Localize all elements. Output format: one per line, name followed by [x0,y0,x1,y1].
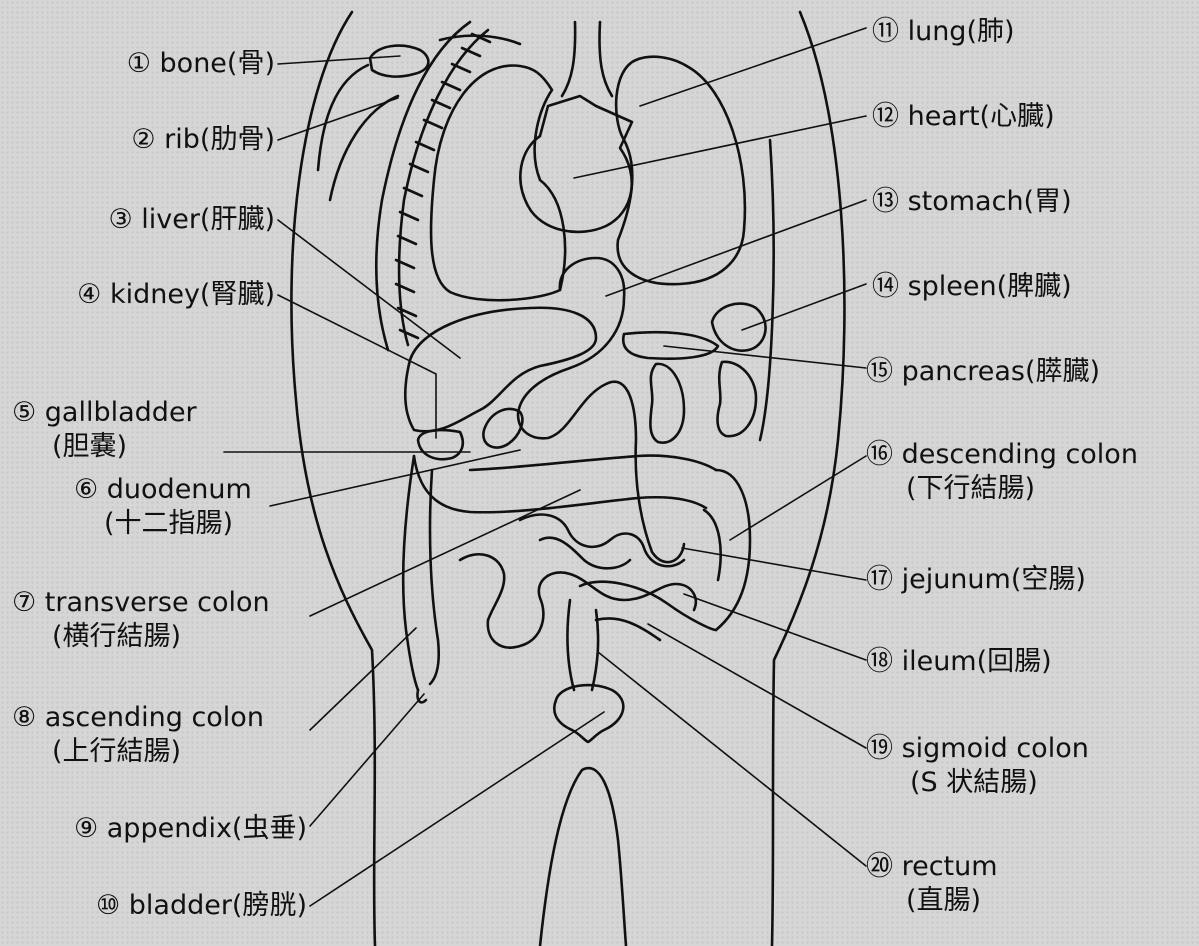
leader-liver [278,220,460,358]
label-duodenum-sub: (十二指腸) [74,507,252,541]
kidney-right [718,362,756,436]
label-ascending-colon-text: ⑧ ascending colon [12,702,264,733]
label-pancreas-text: ⑮ pancreas(膵臓) [866,356,1100,387]
leader-stomach [606,200,866,296]
leg-gap [540,768,626,946]
ileum-shape [460,554,696,647]
label-rectum-text: ⑳ rectum [866,851,998,882]
label-descending-colon-text: ⑯ descending colon [866,439,1138,470]
lung-left [431,66,565,301]
label-rib: ② rib(肋骨) [131,123,275,157]
label-ascending-colon: ⑧ ascending colon (上行結腸) [12,701,264,769]
label-appendix-text: ⑨ appendix(虫垂) [74,813,307,844]
label-heart-text: ⑫ heart(心臓) [872,101,1055,132]
label-liver-text: ③ liver(肝臓) [108,204,275,235]
duodenum-shape [483,409,522,448]
label-transverse-colon-sub: (横行結腸) [12,620,270,654]
label-sigmoid-colon-sub: (S 状結腸) [866,766,1089,800]
inner-torso-right [760,140,774,440]
label-appendix: ⑨ appendix(虫垂) [74,812,307,846]
pancreas-shape [623,332,718,358]
arm-line-2 [330,96,398,200]
stomach-shape [518,258,684,562]
label-rib-text: ② rib(肋骨) [131,124,275,155]
label-stomach-text: ⑬ stomach(胃) [872,186,1072,217]
leader-rib [278,98,398,140]
bladder-shape [554,685,623,742]
label-kidney-text: ④ kidney(腎臓) [77,279,275,310]
label-jejunum-text: ⑰ jejunum(空腸) [866,564,1086,595]
label-ileum-text: ⑱ ileum(回腸) [866,646,1052,677]
label-descending-colon: ⑯ descending colon (下行結腸) [866,438,1138,506]
label-duodenum: ⑥ duodenum (十二指腸) [74,473,252,541]
leader-ileum [684,594,866,660]
bone-shape [370,46,428,77]
label-pancreas: ⑮ pancreas(膵臓) [866,355,1100,389]
label-gallbladder: ⑤ gallbladder (胆嚢) [12,396,197,464]
leader-spleen [742,284,866,330]
label-lung-text: ⑪ lung(肺) [872,16,1015,47]
label-duodenum-text: ⑥ duodenum [74,474,252,505]
label-sigmoid-colon-text: ⑲ sigmoid colon [866,733,1089,764]
label-rectum-sub: (直腸) [866,884,998,918]
label-bone-text: ① bone(骨) [127,48,275,79]
label-bone: ① bone(骨) [127,47,275,81]
leader-lung [640,28,866,106]
label-spleen: ⑭ spleen(脾臓) [872,270,1072,304]
label-stomach: ⑬ stomach(胃) [872,185,1072,219]
leader-ascending-colon [310,628,416,730]
heart-shape [520,96,632,232]
label-bladder: ⑩ bladder(膀胱) [96,889,307,923]
leader-bladder [310,712,604,906]
label-descending-colon-sub: (下行結腸) [866,472,1138,506]
sigmoid-colon-shape [580,582,716,640]
label-ileum: ⑱ ileum(回腸) [866,645,1052,679]
body-outline-right [772,12,844,946]
leader-jejunum [682,548,866,580]
ascending-colon-shape [403,456,439,690]
label-gallbladder-sub: (胆嚢) [12,430,197,464]
leader-descending-colon [730,456,866,540]
label-gallbladder-text: ⑤ gallbladder [12,397,197,428]
trachea [562,22,612,96]
label-jejunum: ⑰ jejunum(空腸) [866,563,1086,597]
label-heart: ⑫ heart(心臓) [872,100,1055,134]
label-transverse-colon-text: ⑦ transverse colon [12,587,270,618]
label-liver: ③ liver(肝臓) [108,203,275,237]
label-spleen-text: ⑭ spleen(脾臓) [872,271,1072,302]
leader-rectum [598,652,866,866]
rectum-shape [567,600,598,690]
kidney-left [650,364,684,443]
gallbladder-shape [418,430,463,459]
label-transverse-colon: ⑦ transverse colon (横行結腸) [12,586,270,654]
collar-line [440,36,520,44]
label-rectum: ⑳ rectum (直腸) [866,850,998,918]
leader-kidney [278,295,436,438]
label-kidney: ④ kidney(腎臓) [77,278,275,312]
descending-colon-shape [704,470,750,630]
leader-sigmoid-colon [648,624,866,748]
lung-right [616,57,745,284]
leader-bone [278,56,400,64]
label-ascending-colon-sub: (上行結腸) [12,735,264,769]
spleen-shape [712,304,766,351]
body-outline-left [291,12,375,946]
label-bladder-text: ⑩ bladder(膀胱) [96,890,307,921]
label-lung: ⑪ lung(肺) [872,15,1015,49]
label-sigmoid-colon: ⑲ sigmoid colon (S 状結腸) [866,732,1089,800]
